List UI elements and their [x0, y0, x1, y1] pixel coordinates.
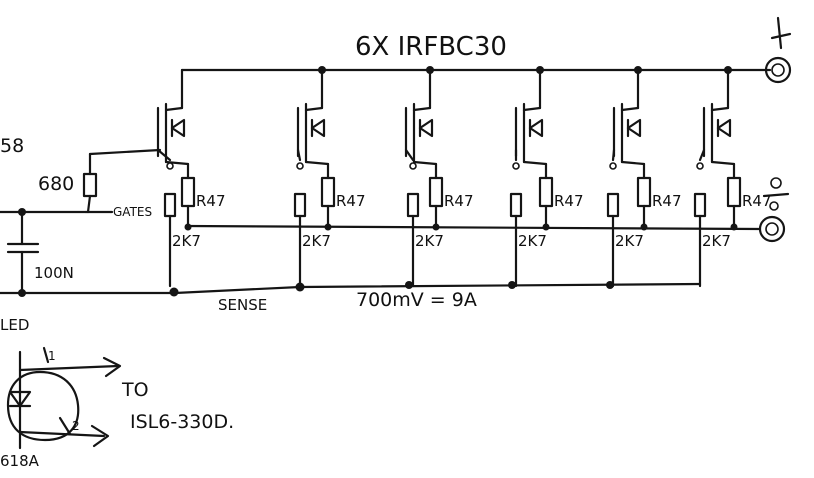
opto-part-number: 618A [0, 452, 40, 470]
source-resistor-label: R47 [554, 192, 584, 210]
source-stub [522, 160, 548, 166]
gate-pad [409, 162, 417, 170]
mosfet-stage: R47 2K7 [293, 68, 366, 288]
optocoupler-symbol [6, 346, 122, 450]
source-stub [412, 160, 438, 166]
gate-resistor [293, 192, 307, 218]
opto-target: ISL6-330D. [130, 411, 234, 433]
source-rail [184, 224, 762, 231]
source-stub [620, 160, 646, 166]
gate-resistor [406, 192, 420, 218]
drain-stub [710, 106, 730, 112]
gate-resistor [509, 192, 523, 218]
mosfet-stage: R47 2K7 [404, 68, 474, 288]
source-stub [710, 160, 736, 166]
body-diode [528, 118, 544, 138]
gate-pad [696, 162, 704, 170]
left-input-network [0, 148, 162, 295]
gate-pad [166, 162, 174, 170]
source-node [432, 223, 440, 231]
gates-label: GATES [113, 205, 152, 219]
gate-resistor [606, 192, 620, 218]
gate-resistor-label: 2K7 [518, 232, 547, 250]
drain-stub [304, 106, 324, 112]
source-resistor-label: R47 [652, 192, 682, 210]
source-resistor [636, 176, 652, 208]
source-resistor [726, 176, 742, 208]
source-node [640, 223, 648, 231]
source-resistor-label: R47 [336, 192, 366, 210]
source-resistor-label: R47 [196, 192, 226, 210]
gate-pad [296, 162, 304, 170]
gate-resistor-label: 2K7 [415, 232, 444, 250]
source-resistor-label: R47 [742, 192, 772, 210]
calibration-note: 700mV = 9A [356, 289, 477, 311]
source-node [542, 223, 550, 231]
source-resistor [180, 176, 196, 208]
mosfet-stage: R47 2K7 [509, 68, 584, 288]
source-stub [304, 160, 330, 166]
mosfet-stage: R47 2K7 [156, 68, 226, 288]
mosfet-stage: R47 2K7 [606, 68, 682, 288]
gate-resistor-label: 2K7 [302, 232, 331, 250]
schematic-title: 6X IRFBC30 [355, 32, 507, 62]
drain-stub [412, 106, 432, 112]
gate-pad [609, 162, 617, 170]
gate-resistor-label: 2K7 [615, 232, 644, 250]
positive-terminal [764, 16, 792, 84]
body-diode [310, 118, 326, 138]
source-node [324, 223, 332, 231]
gate-pad [512, 162, 520, 170]
gate-resistor-value: 680 [38, 173, 74, 195]
source-node [184, 223, 192, 231]
source-resistor [428, 176, 444, 208]
drain-stub [620, 106, 640, 112]
source-resistor [320, 176, 336, 208]
gate-lead [156, 148, 172, 162]
gate-lead [404, 148, 415, 162]
sense-rail [0, 281, 702, 297]
source-node [730, 223, 738, 231]
source-resistor-label: R47 [444, 192, 474, 210]
gate-lead [296, 148, 302, 162]
sense-label: SENSE [218, 296, 267, 314]
led-label: LED [0, 316, 29, 334]
body-diode [626, 118, 642, 138]
drain-rail [180, 66, 772, 74]
gate-resistor [693, 192, 707, 218]
gate-lead [611, 148, 616, 162]
opto-pin-1: 1 [48, 349, 56, 363]
drain-stub [522, 106, 542, 112]
mosfet-stages: R47 2K7 R47 2K7 R47 2K7 R47 2K7 R47 2K7 R47 2K7 [156, 68, 772, 288]
body-diode [170, 118, 186, 138]
gate-resistor [163, 192, 177, 218]
source-resistor [538, 176, 554, 208]
gate-lead [698, 148, 706, 162]
opto-pin-2: 2 [72, 419, 80, 433]
mosfet-stage: R47 2K7 [693, 68, 772, 288]
gate-resistor-label: 2K7 [702, 232, 731, 250]
gate-resistor-label: 2K7 [172, 232, 201, 250]
drain-stub [164, 106, 184, 112]
opto-to-label: TO [121, 379, 149, 401]
capacitor-value: 100N [34, 264, 74, 282]
body-diode [716, 118, 732, 138]
cut-number: 58 [0, 135, 24, 157]
body-diode [418, 118, 434, 138]
